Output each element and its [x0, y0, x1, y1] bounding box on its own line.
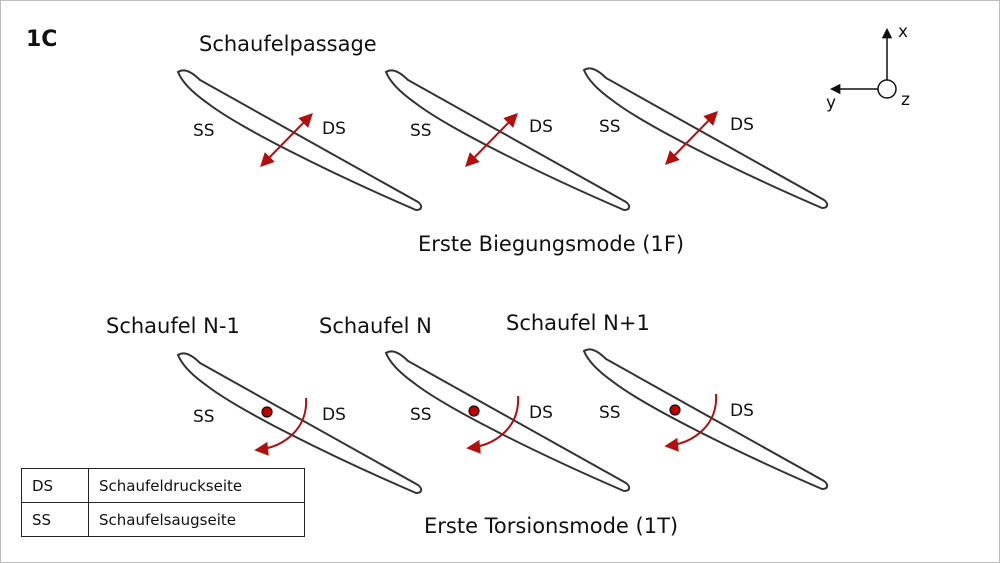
bottom-blade-3	[583, 348, 829, 490]
bottom-blade-3-ss-label: SS	[599, 403, 621, 423]
bending-mode-title: Erste Biegungsmode (1F)	[418, 232, 685, 256]
top-title: Schaufelpassage	[199, 32, 377, 56]
panel-label: 1C	[26, 27, 58, 52]
top-blade-1-ss-label: SS	[193, 121, 215, 141]
blade-name-n: Schaufel N	[319, 314, 432, 338]
torsion-arrow-2	[466, 395, 520, 454]
axis-z-symbol	[877, 79, 897, 99]
top-blade-2-ss-label: SS	[410, 121, 432, 141]
torsion-arrow-1	[254, 397, 308, 456]
torsion-mode-title: Erste Torsionsmode (1T)	[424, 514, 679, 538]
bottom-blade-1-ds-label: DS	[322, 405, 346, 425]
legend-abbr: SS	[21, 502, 89, 537]
top-blade-3	[583, 67, 829, 209]
pivot-point-1	[261, 406, 273, 418]
bottom-blade-1-ss-label: SS	[193, 407, 215, 427]
top-blade-3-ss-label: SS	[599, 117, 621, 137]
pivot-point-3	[669, 404, 681, 416]
abbreviation-legend: DS Schaufeldruckseite SS Schaufelsaugsei…	[21, 468, 305, 537]
bending-arrow-1	[260, 113, 313, 167]
top-blade-2-ds-label: DS	[529, 117, 553, 137]
legend-abbr: DS	[21, 468, 89, 503]
bending-arrow-3	[665, 111, 718, 165]
blade-name-n-minus-1: Schaufel N-1	[106, 314, 240, 338]
torsion-arrow-3	[664, 393, 718, 452]
axis-x-label: x	[898, 22, 909, 42]
top-blade-2	[385, 69, 631, 211]
axis-y-label: y	[826, 93, 837, 113]
bottom-blade-2-ds-label: DS	[529, 403, 553, 423]
legend-description: Schaufeldruckseite	[88, 468, 305, 503]
legend-description: Schaufelsaugseite	[88, 502, 305, 537]
top-blade-1	[177, 69, 423, 211]
pivot-point-2	[468, 405, 480, 417]
bottom-blade-3-ds-label: DS	[730, 401, 754, 421]
legend-row: SS Schaufelsaugseite	[21, 502, 305, 537]
bending-arrow-2	[465, 113, 518, 167]
top-blade-1-ds-label: DS	[322, 119, 346, 139]
axis-z-label: z	[901, 90, 910, 110]
legend-row: DS Schaufeldruckseite	[21, 468, 305, 503]
top-blade-3-ds-label: DS	[730, 115, 754, 135]
bottom-blade-2	[385, 350, 631, 492]
bottom-blade-2-ss-label: SS	[410, 405, 432, 425]
blade-name-n-plus-1: Schaufel N+1	[506, 311, 650, 335]
